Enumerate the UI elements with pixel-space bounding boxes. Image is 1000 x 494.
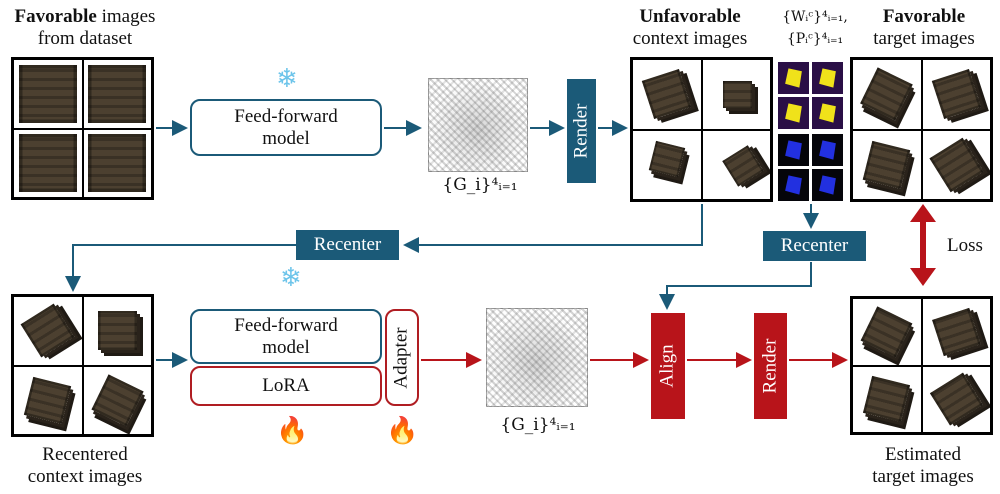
target-image [852,59,922,130]
gaussians-top-label: {G_i}⁴ᵢ₌₁ [442,175,518,195]
dataset-image [13,128,83,198]
favorable-dataset-grid [11,57,154,200]
gaussians-top [428,78,528,172]
mask-image [812,134,843,166]
arrow-recenter-to-grid [65,244,296,292]
estimated-label: Estimated target images [872,444,974,487]
mask-image [778,62,809,94]
target-image [852,129,922,200]
recentered-image [13,296,83,366]
recentered-context-grid [11,294,154,437]
context-image [701,59,771,130]
target-image [921,129,991,200]
estimated-target-grid [850,296,993,435]
mask-image [812,97,843,129]
estimated-image [921,365,991,433]
snowflake-icon: ❄ [276,64,298,93]
loss-label: Loss [947,235,983,256]
gaussians-bottom-label: {G_i}⁴ᵢ₌₁ [500,415,576,435]
render-bottom: Render [754,313,787,419]
arrow-context-to-recenter [403,204,703,253]
favorable-dataset-label: Favorable images from dataset [14,6,156,49]
target-image [921,59,991,130]
recentered-label: Recentered context images [27,444,143,487]
recentered-image [82,365,152,435]
context-image [701,129,771,200]
mask-image [778,169,809,201]
mask-image [778,97,809,129]
favorable-target-grid [850,57,993,202]
align-block: Align [651,313,685,419]
recentered-image [82,296,152,366]
dataset-image [82,128,152,198]
recentered-image [13,365,83,435]
estimated-image [852,365,922,433]
arrow-recenter-to-align [659,262,812,310]
fire-icon: 🔥 [386,416,419,445]
loss-double-arrow [910,204,936,286]
favorable-target-label: Favorable target images [873,6,975,49]
recenter-left: Recenter [296,230,399,260]
dataset-image [13,59,83,129]
dataset-image [82,59,152,129]
feed-forward-model-top: Feed-forward model [190,99,382,156]
unfavorable-context-label: Unfavorable context images [632,6,748,49]
context-image [632,129,702,200]
feed-forward-model-bottom: Feed-forward model [190,309,382,364]
unfavorable-context-grid [630,57,773,202]
estimated-image [852,298,922,366]
recenter-right: Recenter [763,231,866,261]
context-image [632,59,702,130]
snowflake-icon: ❄ [280,263,302,292]
estimated-image [921,298,991,366]
wp-set-label: {Wᵢᶜ}⁴ᵢ₌₁, {Pᵢᶜ}⁴ᵢ₌₁ [782,9,848,47]
lora-block: LoRA [190,366,382,406]
mask-image [812,169,843,201]
render-top: Render [567,79,596,183]
gaussians-bottom [486,308,588,407]
mask-image [812,62,843,94]
mask-image [778,134,809,166]
adapter-block: Adapter [385,309,419,406]
fire-icon: 🔥 [276,416,309,445]
